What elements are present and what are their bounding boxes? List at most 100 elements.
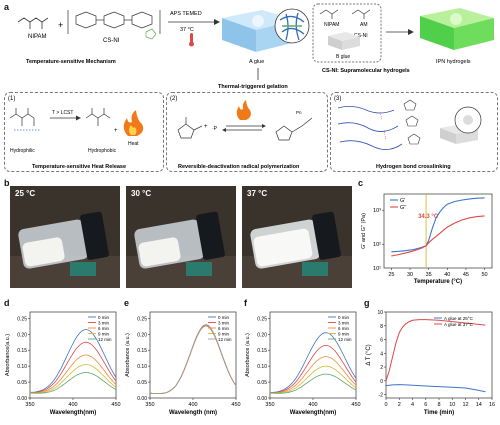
csni-label: CS-NI	[103, 38, 120, 44]
legend-label: 12 min	[218, 337, 232, 342]
sub3-hbonds	[379, 111, 387, 141]
panel-label-b: b	[4, 178, 10, 188]
supramolecular-caption: CS-NI: Supramolecular hydrogels	[322, 68, 410, 74]
subpanel-2-box	[166, 92, 328, 172]
x-tick-label: 12	[462, 402, 468, 408]
sub1-hydrophobic-label: Hydrophobic	[88, 148, 117, 154]
x-tick-label: 2	[398, 402, 401, 408]
pn-label: Pn	[296, 110, 302, 115]
legend-label: 3 min	[218, 321, 230, 326]
rdrp-forward-head	[262, 124, 266, 128]
y-tick-label: 0.15	[17, 348, 27, 354]
legend-label: 6 min	[338, 326, 350, 331]
y-tick-label: 10²	[373, 242, 381, 248]
panel-label-a: a	[4, 2, 10, 12]
y-tick-label: 0.25	[17, 316, 27, 322]
network-magnifier-icon	[274, 8, 310, 44]
panel-label-f: f	[244, 298, 247, 308]
x-axis-label: Wavelength (nm)	[169, 410, 217, 416]
series-line	[385, 319, 486, 381]
y-tick-label: 0.10	[17, 364, 27, 370]
legend-label: A glue at 37°C	[444, 322, 474, 327]
sub2-num: (2)	[170, 96, 177, 102]
y-tick-label: 0.25	[257, 316, 267, 322]
sub2-caption: Reversible-deactivation radical polymeri…	[178, 164, 300, 170]
series-line	[29, 372, 117, 394]
b-glue-label: B glue	[336, 54, 350, 60]
legend-label: G'	[400, 198, 405, 204]
b-am-label: AM	[360, 22, 368, 28]
y-tick-label: 4	[380, 351, 383, 357]
series-line	[269, 365, 357, 394]
x-tick-label: 450	[231, 402, 240, 408]
x-axis-label: Temperature (°C)	[414, 279, 462, 285]
temp-label: 37 °C	[180, 27, 194, 33]
y-tick-label: 0.05	[17, 380, 27, 386]
nipam-structure	[17, 17, 49, 29]
series-line	[29, 364, 117, 394]
x-axis-label: Wavelength(nm)	[50, 410, 96, 416]
x-tick-label: 16	[489, 402, 495, 408]
x-tick-label: 0	[384, 402, 387, 408]
y-tick-label: 10	[377, 310, 383, 316]
y-tick-label: 0.00	[17, 396, 27, 402]
y-tick-label: 0.15	[257, 348, 267, 354]
x-tick-label: 350	[265, 402, 274, 408]
ipn-arrowhead	[408, 29, 414, 35]
series-line-g-prime	[391, 197, 485, 253]
vial-37c-image	[242, 186, 352, 288]
x-tick-label: 35	[426, 272, 432, 278]
x-tick-label: 30	[407, 272, 413, 278]
legend-label: 12 min	[338, 337, 352, 342]
legend-label: G''	[400, 205, 406, 211]
vial-25c-image	[10, 186, 120, 288]
sub3-side-groups	[403, 99, 421, 145]
sub1-hydrophilic-structure	[9, 108, 40, 131]
y-tick-label: 8	[380, 324, 383, 330]
flame-icon	[123, 110, 144, 136]
series-line-g-double-prime	[391, 215, 485, 257]
reaction-arrowhead	[214, 19, 220, 25]
y-tick-label: 6	[380, 338, 383, 344]
b-nipam-label: NIPAM	[324, 22, 339, 28]
thermometer-icon	[189, 33, 194, 47]
b-glue-box	[312, 3, 382, 63]
sub2-product-structure	[275, 117, 313, 141]
series-line	[270, 345, 357, 393]
panel-label-g: g	[364, 298, 370, 308]
legend-label: 9 min	[338, 332, 350, 337]
y-tick-label: 0.10	[257, 364, 267, 370]
a-glue-label: A glue	[249, 59, 264, 65]
aps-label: APS TEMED	[170, 11, 202, 17]
legend-label: 12 min	[98, 337, 112, 342]
legend-label: 6 min	[98, 326, 110, 331]
x-tick-label: 14	[476, 402, 482, 408]
legend-label: 3 min	[338, 321, 350, 326]
x-tick-label: 45	[463, 272, 469, 278]
sub3-polymer-chains	[337, 106, 403, 150]
sub1-caption: Temperature-sensitive Heat Release	[32, 164, 126, 170]
pn-radical: ·P	[212, 126, 218, 132]
b-glue-block	[328, 32, 360, 50]
series-line	[29, 329, 117, 393]
rdrp-backward-head	[222, 128, 226, 132]
plot-frame	[383, 193, 493, 269]
vial-30c-image	[126, 186, 236, 288]
x-tick-label: 400	[308, 402, 317, 408]
plus-sign-2: +	[114, 128, 118, 134]
y-axis-label: G' and G'' (Pa)	[361, 213, 367, 249]
sub1-hydrophobic-structure	[85, 108, 111, 126]
legend-label: 3 min	[98, 321, 110, 326]
b-glue-monomers	[319, 9, 371, 19]
legend-label: 0 min	[218, 315, 230, 320]
legend-label: A glue at 25°C	[444, 316, 474, 321]
flame-icon-2	[236, 100, 251, 120]
heat-label: Heat	[128, 141, 139, 147]
y-tick-label: 10³	[373, 208, 381, 214]
legend-label: 6 min	[218, 326, 230, 331]
photo-30c-label: 30 °C	[131, 189, 152, 198]
photo-37c: 37 °C	[242, 186, 352, 288]
